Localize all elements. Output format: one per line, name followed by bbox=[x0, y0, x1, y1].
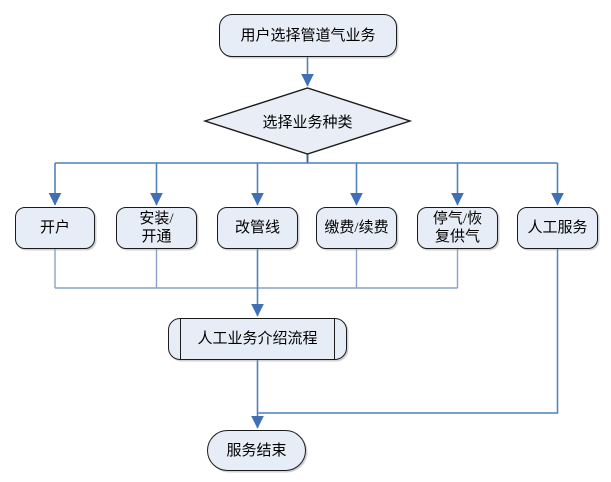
branch-node-manual-service: 人工服务 bbox=[517, 207, 598, 249]
branch-node-change-pipeline: 改管线 bbox=[217, 207, 298, 249]
end-node-label: 服务结束 bbox=[226, 442, 287, 459]
branch-label: 安装/ 开通 bbox=[139, 211, 174, 245]
connector-manual-service-to-end bbox=[258, 248, 559, 414]
predefined-process-right-bar bbox=[333, 319, 335, 359]
decision-node-label: 选择业务种类 bbox=[262, 114, 353, 131]
predefined-process-label: 人工业务介绍流程 bbox=[197, 331, 318, 347]
end-node: 服务结束 bbox=[207, 430, 306, 471]
branch-label: 人工服务 bbox=[527, 220, 588, 236]
branch-label: 停气/恢 复供气 bbox=[432, 211, 483, 245]
branch-node-install-activate: 安装/ 开通 bbox=[116, 207, 197, 249]
decision-diamond-shape bbox=[202, 87, 413, 155]
branch-label: 开户 bbox=[39, 220, 70, 236]
predefined-process-node: 人工业务介绍流程 bbox=[168, 318, 347, 360]
branch-label: 改管线 bbox=[234, 220, 280, 236]
decision-node: 选择业务种类 bbox=[205, 88, 410, 154]
branch-node-stop-resume-gas: 停气/恢 复供气 bbox=[417, 207, 498, 249]
predefined-process-left-bar bbox=[180, 319, 182, 359]
branch-node-open-account: 开户 bbox=[15, 207, 95, 249]
branch-node-pay-renew: 缴费/续费 bbox=[316, 207, 397, 249]
start-node-label: 用户选择管道气业务 bbox=[240, 27, 376, 44]
branch-label: 缴费/续费 bbox=[324, 220, 389, 236]
start-node: 用户选择管道气业务 bbox=[219, 14, 397, 57]
